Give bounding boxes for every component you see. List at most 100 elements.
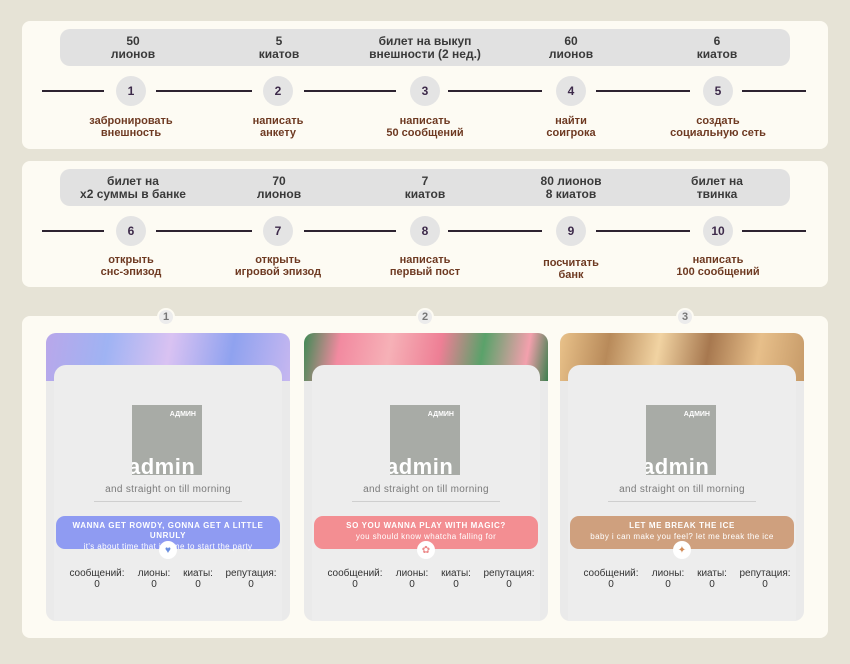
stat-label: лионы: bbox=[137, 568, 171, 579]
progress-track bbox=[156, 90, 252, 92]
heart-icon: ♥ bbox=[159, 541, 177, 559]
stat-lions: лионы: 0 bbox=[390, 568, 434, 590]
divider bbox=[352, 501, 500, 502]
quote-title: WANNA GET ROWDY, GONNA GET A LITTLE UNRU… bbox=[72, 521, 264, 540]
progress-track bbox=[42, 90, 104, 92]
quote-subtitle: baby i can make you feel? let me break t… bbox=[590, 532, 774, 541]
step-4-circle: 4 bbox=[556, 76, 586, 106]
stat-lions: лионы: 0 bbox=[646, 568, 690, 590]
step-2-label: написать анкету bbox=[252, 115, 304, 139]
sparkle-icon: ✦ bbox=[673, 541, 691, 559]
card-1-number: 1 bbox=[157, 308, 175, 326]
avatar-username: admin bbox=[132, 454, 196, 475]
reward-6: билет на x2 суммы в банке bbox=[80, 173, 186, 201]
stat-label: лионы: bbox=[651, 568, 685, 579]
card-3-number: 3 bbox=[676, 308, 694, 326]
stat-value: 0 bbox=[709, 579, 715, 590]
stat-messages: сообщений: 0 bbox=[576, 568, 646, 590]
progress-track bbox=[304, 230, 396, 232]
reward-4: 60 лионов bbox=[548, 33, 594, 61]
quote-title: LET ME BREAK THE ICE bbox=[629, 521, 735, 530]
divider bbox=[608, 501, 756, 502]
rewards-bar: 50 лионов 5 киатов билет на выкуп внешно… bbox=[60, 29, 790, 66]
stat-value: 0 bbox=[195, 579, 201, 590]
reward-5: 6 киатов bbox=[696, 33, 738, 61]
card-2-number: 2 bbox=[416, 308, 434, 326]
stat-label: репутация: bbox=[739, 568, 791, 579]
step-1-label: забронировать внешность bbox=[89, 115, 173, 139]
avatar[interactable]: АДМИН admin bbox=[646, 405, 716, 475]
progress-track bbox=[596, 230, 690, 232]
step-9-label: посчитать банк bbox=[543, 257, 599, 281]
divider bbox=[94, 501, 242, 502]
avatar[interactable]: АДМИН admin bbox=[390, 405, 460, 475]
avatar[interactable]: АДМИН admin bbox=[132, 405, 202, 475]
card-3-body: АДМИН admin and straight on till morning… bbox=[568, 365, 796, 621]
step-4-label: найти соигрока bbox=[546, 115, 596, 139]
stat-messages: сообщений: 0 bbox=[320, 568, 390, 590]
stat-label: лионы: bbox=[395, 568, 429, 579]
card-1-body: АДМИН admin and straight on till morning… bbox=[54, 365, 282, 621]
stat-kiats: киаты: 0 bbox=[176, 568, 220, 590]
stat-lions: лионы: 0 bbox=[132, 568, 176, 590]
progress-track bbox=[156, 230, 252, 232]
stat-value: 0 bbox=[665, 579, 671, 590]
step-5-label: создать социальную сеть bbox=[670, 115, 766, 139]
quote-subtitle: you should know whatcha falling for bbox=[355, 532, 497, 541]
progress-track bbox=[742, 230, 806, 232]
avatar-role-tag: АДМИН bbox=[683, 411, 710, 418]
avatar-username: admin bbox=[646, 454, 710, 475]
reward-8: 7 киатов bbox=[404, 173, 446, 201]
stat-value: 0 bbox=[608, 579, 614, 590]
stat-value: 0 bbox=[762, 579, 768, 590]
progress-track bbox=[742, 90, 806, 92]
stat-value: 0 bbox=[352, 579, 358, 590]
profile-cards-panel: 1 АДМИН admin and straight on till morni… bbox=[22, 308, 828, 638]
stat-reputation: репутация: 0 bbox=[734, 568, 796, 590]
step-8-circle: 8 bbox=[410, 216, 440, 246]
stat-label: киаты: bbox=[441, 568, 471, 579]
progress-track bbox=[42, 230, 104, 232]
step-3-circle: 3 bbox=[410, 76, 440, 106]
step-7-label: открыть игровой эпизод bbox=[234, 254, 322, 278]
step-5-circle: 5 bbox=[703, 76, 733, 106]
step-10-label: написать 100 сообщений bbox=[676, 254, 760, 278]
profile-tagline: and straight on till morning bbox=[619, 484, 745, 495]
reward-10: билет на твинка bbox=[691, 173, 743, 201]
step-7-circle: 7 bbox=[263, 216, 293, 246]
stat-label: сообщений: bbox=[583, 568, 639, 579]
card-2-body: АДМИН admin and straight on till morning… bbox=[312, 365, 540, 621]
profile-card-2[interactable]: АДМИН admin and straight on till morning… bbox=[304, 333, 548, 621]
tasks-panel-2: билет на x2 суммы в банке 70 лионов 7 ки… bbox=[22, 161, 828, 287]
profile-tagline: and straight on till morning bbox=[105, 484, 231, 495]
stat-reputation: репутация: 0 bbox=[220, 568, 282, 590]
step-2-circle: 2 bbox=[263, 76, 293, 106]
progress-track bbox=[448, 90, 542, 92]
step-3-label: написать 50 сообщений bbox=[386, 115, 464, 139]
step-8-label: написать первый пост bbox=[389, 254, 461, 278]
avatar-username: admin bbox=[390, 454, 454, 475]
avatar-role-tag: АДМИН bbox=[169, 411, 196, 418]
rewards-bar: билет на x2 суммы в банке 70 лионов 7 ки… bbox=[60, 169, 790, 206]
stat-kiats: киаты: 0 bbox=[434, 568, 478, 590]
reward-2: 5 киатов bbox=[258, 33, 300, 61]
step-6-label: открыть снс-эпизод bbox=[100, 254, 162, 278]
stat-label: киаты: bbox=[183, 568, 213, 579]
profile-tagline: and straight on till morning bbox=[363, 484, 489, 495]
stat-label: репутация: bbox=[483, 568, 535, 579]
reward-1: 50 лионов bbox=[110, 33, 156, 61]
progress-track bbox=[304, 90, 396, 92]
stat-value: 0 bbox=[248, 579, 254, 590]
stat-value: 0 bbox=[94, 579, 100, 590]
profile-card-3[interactable]: АДМИН admin and straight on till morning… bbox=[560, 333, 804, 621]
avatar-role-tag: АДМИН bbox=[427, 411, 454, 418]
reward-3: билет на выкуп внешности (2 нед.) bbox=[369, 33, 481, 61]
progress-track bbox=[596, 90, 690, 92]
stat-value: 0 bbox=[409, 579, 415, 590]
stat-label: киаты: bbox=[697, 568, 727, 579]
stat-value: 0 bbox=[151, 579, 157, 590]
stat-value: 0 bbox=[453, 579, 459, 590]
profile-card-1[interactable]: АДМИН admin and straight on till morning… bbox=[46, 333, 290, 621]
quote-title: SO YOU WANNA PLAY WITH MAGIC? bbox=[346, 521, 506, 530]
step-6-circle: 6 bbox=[116, 216, 146, 246]
